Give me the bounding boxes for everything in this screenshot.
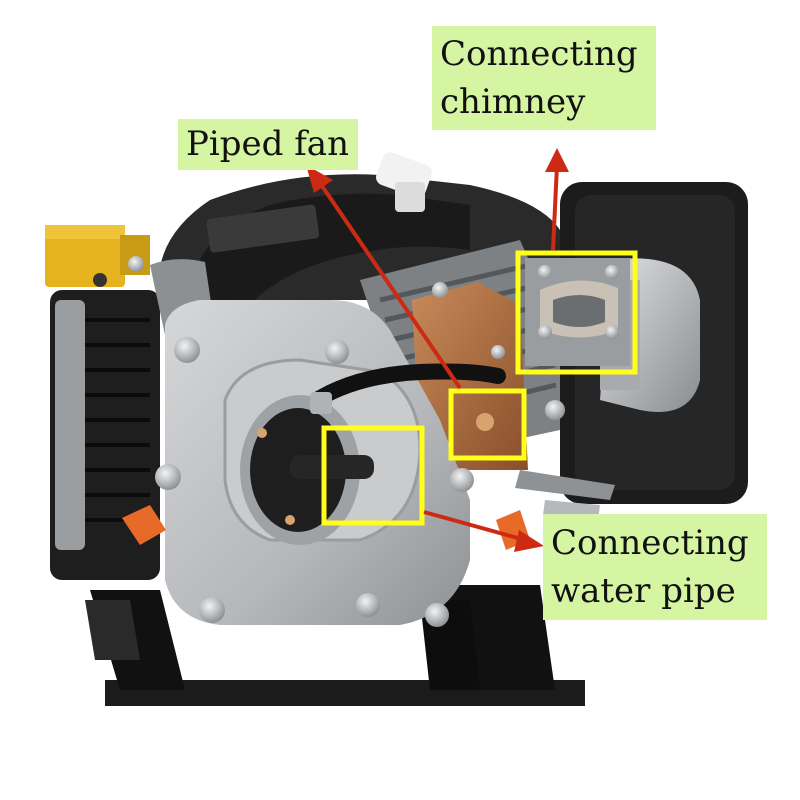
- arrow-water: [423, 510, 526, 542]
- highlight-box-fan: [448, 388, 527, 461]
- highlight-box-chimney: [515, 250, 638, 375]
- label-chimney-line2: chimney: [440, 82, 586, 122]
- exhaust-flange: [525, 258, 630, 366]
- black-hose: [310, 363, 506, 414]
- arrow-fan: [318, 181, 462, 390]
- arrow-chimney: [551, 164, 559, 251]
- label-chimney-line1: Connecting: [440, 34, 638, 74]
- arrow-chimney-head: [545, 148, 569, 172]
- arrow-fan-head: [306, 165, 333, 193]
- highlight-boxes: [321, 250, 638, 526]
- label-piped-fan: Piped fan: [178, 119, 358, 170]
- cover-bolts: [128, 256, 565, 627]
- label-connecting-chimney: Connecting chimney: [432, 26, 656, 130]
- label-water-line2: water pipe: [551, 571, 736, 611]
- left-housing: [50, 290, 160, 580]
- base-stand: [85, 585, 585, 706]
- label-water-line1: Connecting: [551, 523, 749, 563]
- fuel-fitting: [376, 152, 432, 212]
- label-fan-text: Piped fan: [186, 124, 349, 164]
- label-connecting-water-pipe: Connecting water pipe: [543, 514, 767, 620]
- arrows: [306, 148, 569, 552]
- yellow-terminal-block: [45, 225, 150, 287]
- highlight-box-water-pipe: [321, 425, 425, 526]
- arrow-water-head: [514, 530, 544, 552]
